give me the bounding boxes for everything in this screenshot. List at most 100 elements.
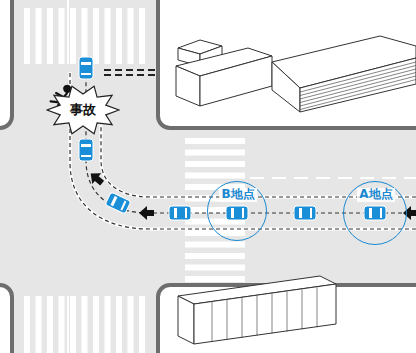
crosswalk-stripe xyxy=(105,296,111,353)
building-line xyxy=(242,298,243,338)
location-label: B地点 xyxy=(219,188,256,202)
crosswalk-stripe xyxy=(36,296,42,353)
crosswalk-stripe xyxy=(59,8,65,64)
crosswalk-stripe xyxy=(47,296,53,353)
building-line xyxy=(300,80,416,110)
crosswalk-stripe xyxy=(82,296,88,353)
crosswalk-stripe xyxy=(59,296,65,353)
buildings xyxy=(176,36,416,344)
car-window xyxy=(185,208,187,218)
crosswalk-stripe xyxy=(185,276,245,282)
center-line xyxy=(67,0,69,64)
direction-arrow xyxy=(403,206,416,220)
crosswalk-stripe xyxy=(139,296,145,353)
vehicle-path xyxy=(70,72,416,229)
building-line xyxy=(300,76,416,106)
building-face xyxy=(300,58,416,112)
building-line xyxy=(212,302,213,342)
accident-burst: 事故 xyxy=(46,84,120,136)
car-body xyxy=(294,206,316,220)
vehicle-path-underlay xyxy=(70,72,416,229)
building-face xyxy=(178,296,194,344)
building-face xyxy=(176,66,200,106)
building-line xyxy=(300,73,416,103)
car-window xyxy=(110,196,117,206)
building-line xyxy=(257,296,258,336)
pedestrian-trail xyxy=(104,74,156,76)
building-face xyxy=(200,56,272,106)
car-window xyxy=(299,208,302,218)
car-body xyxy=(79,139,93,161)
crosswalk-stripe xyxy=(47,8,53,64)
crosswalk-stripe xyxy=(128,8,134,64)
car-window xyxy=(369,208,372,218)
car-body xyxy=(79,57,93,79)
building-face xyxy=(272,62,300,112)
city-block xyxy=(0,0,12,128)
direction-arrow xyxy=(139,206,154,220)
car-window xyxy=(310,208,312,218)
crosswalk-stripe xyxy=(116,296,122,353)
car-window xyxy=(81,155,91,157)
car xyxy=(105,192,131,214)
car-window xyxy=(174,208,177,218)
car-body xyxy=(169,206,191,220)
crosswalk-stripe xyxy=(70,8,76,64)
building-line xyxy=(227,300,228,340)
burst-shape xyxy=(47,86,119,134)
car-body xyxy=(226,206,248,220)
crosswalk-stripe xyxy=(105,8,111,64)
crosswalk-stripe xyxy=(36,8,42,64)
car-window xyxy=(380,208,382,218)
crosswalk-stripe xyxy=(128,296,134,353)
direction-arrow xyxy=(86,168,106,188)
crosswalk-stripe xyxy=(185,265,245,271)
crosswalk-stripe xyxy=(185,230,245,236)
crosswalk-stripe xyxy=(185,150,245,156)
crosswalk-stripe xyxy=(185,242,245,248)
crosswalk-stripe xyxy=(82,8,88,64)
car-window xyxy=(120,201,126,211)
car xyxy=(79,139,93,161)
crosswalk-stripe xyxy=(24,296,30,353)
center-line xyxy=(250,177,416,179)
crosswalk-stripe xyxy=(185,161,245,167)
location-label: A地点 xyxy=(357,188,394,202)
crosswalk-stripe xyxy=(70,296,76,353)
building-line xyxy=(272,294,273,334)
car xyxy=(79,57,93,79)
car-window xyxy=(81,144,91,147)
car-window xyxy=(242,208,244,218)
car xyxy=(169,206,191,220)
car xyxy=(294,206,316,220)
crosswalk-stripe xyxy=(93,296,99,353)
pedestrian-trail xyxy=(104,69,156,71)
location-circle: B地点 xyxy=(207,181,267,241)
car xyxy=(226,206,248,220)
accident-label: 事故 xyxy=(68,103,98,118)
crosswalk-stripe xyxy=(185,253,245,259)
car-window xyxy=(81,62,91,65)
crosswalk-stripe xyxy=(116,8,122,64)
building-line xyxy=(317,287,318,327)
crosswalk-stripe xyxy=(139,8,145,64)
car-window xyxy=(81,73,91,75)
car-window xyxy=(231,208,234,218)
crosswalk-stripe xyxy=(93,8,99,64)
car-body xyxy=(364,206,386,220)
building-line xyxy=(287,292,288,332)
car xyxy=(364,206,386,220)
city-block xyxy=(0,285,12,353)
car-body xyxy=(105,192,131,214)
crosswalk-stripe xyxy=(24,8,30,64)
location-circle: A地点 xyxy=(343,181,407,245)
city-block xyxy=(158,0,416,128)
building-line xyxy=(302,289,303,329)
crosswalk-stripe xyxy=(185,173,245,179)
vehicle-path-underlay xyxy=(86,60,416,213)
crosswalk-stripe xyxy=(185,138,245,144)
vehicle-path xyxy=(86,60,416,213)
building-face xyxy=(194,284,336,344)
